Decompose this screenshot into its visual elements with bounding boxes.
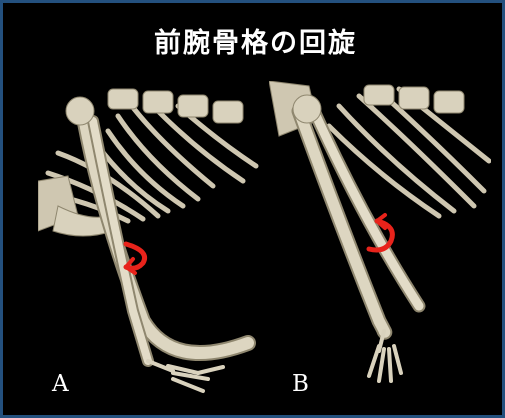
panel-label-b: B [292,371,309,397]
paw [148,361,223,391]
panel-a: A [38,81,260,416]
forearm-bones [83,111,248,361]
elbow-joint [293,95,321,123]
spine [364,85,464,113]
forearm-bones [299,111,419,332]
figure-title: 前腕骨格の回旋 [3,21,505,60]
elbow-joint [66,97,94,125]
panel-b-skeleton-image [269,81,491,416]
panel-b: B [269,81,491,416]
panel-label-a: A [52,371,69,397]
panel-a-skeleton-image [38,81,260,416]
